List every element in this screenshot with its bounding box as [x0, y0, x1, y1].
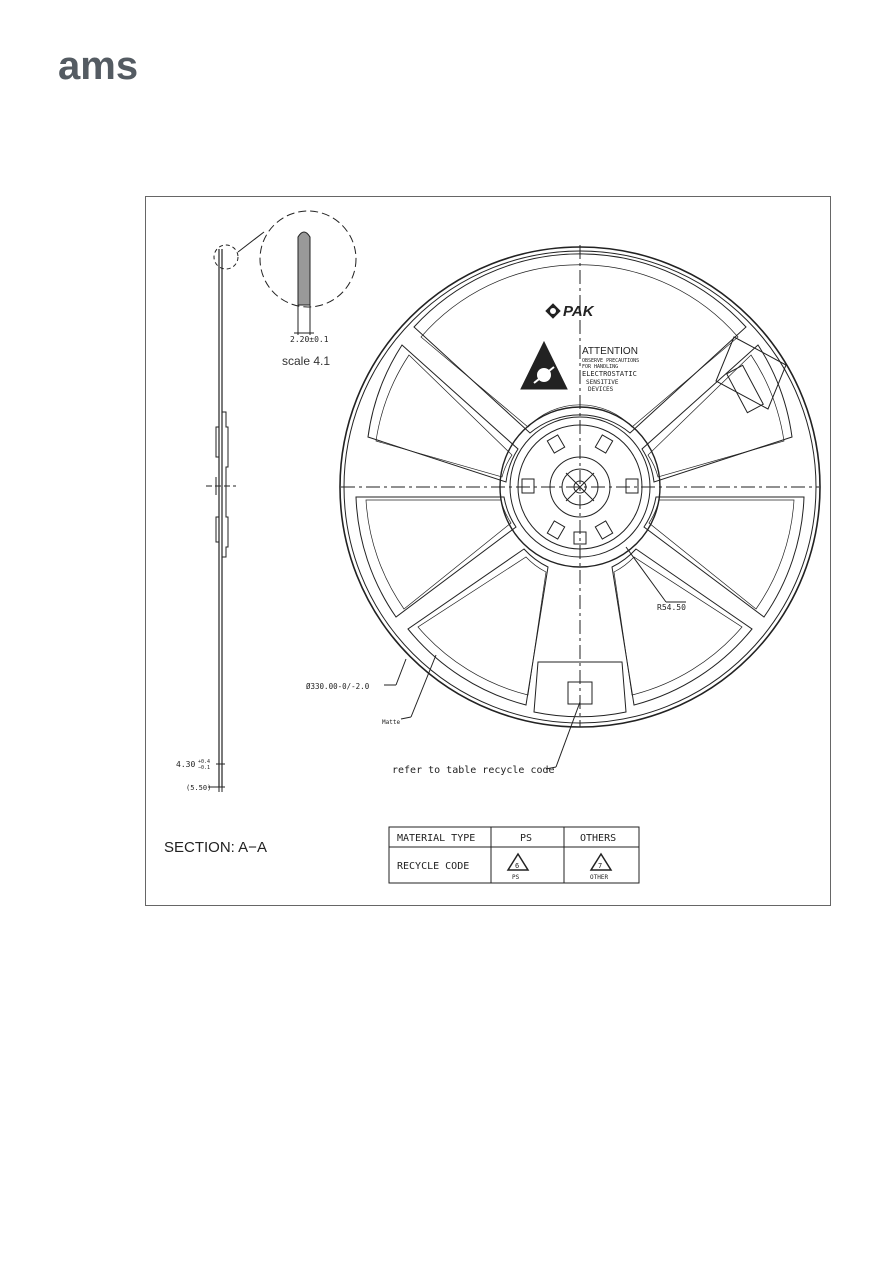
overall-dimension: (5.50) — [186, 784, 211, 792]
ams-logo-text: ams — [58, 47, 138, 85]
recycle-other-number: 7 — [598, 862, 602, 870]
recycle-ps-number: 6 — [515, 862, 519, 870]
esd-line-5: DEVICES — [588, 386, 614, 393]
esd-warning-icon — [520, 340, 568, 390]
ams-logo: ams — [58, 47, 138, 85]
table-row-label: RECYCLE CODE — [397, 861, 469, 872]
detail-dimension: 2.20±0.1 — [290, 335, 329, 344]
recycle-note: refer to table recycle code — [392, 765, 555, 776]
finish-note: Matte — [382, 719, 400, 726]
esd-line-2: FOR HANDLING — [582, 364, 618, 370]
reel-drawing-svg: scale 4.1 2.20±0.1 PAK ATTENTION OBSERVE… — [164, 210, 821, 884]
reel-drawing: scale 4.1 2.20±0.1 PAK ATTENTION OBSERVE… — [145, 196, 831, 906]
table-header-material-type: MATERIAL TYPE — [397, 833, 475, 844]
esd-line-1: OBSERVE PRECAUTIONS — [582, 358, 639, 364]
esd-line-4: SENSITIVE — [586, 379, 619, 386]
recycle-other-label: OTHER — [590, 874, 608, 881]
esd-line-3: ELECTROSTATIC — [582, 370, 637, 378]
recycle-other-icon — [589, 852, 613, 871]
width-tolerance-minus: −0.1 — [198, 765, 210, 771]
recycle-ps-icon — [506, 852, 530, 871]
brand-mark: PAK — [563, 303, 595, 320]
table-header-ps: PS — [520, 833, 532, 844]
esd-title: ATTENTION — [582, 346, 638, 357]
radius-dimension: R54.50 — [657, 603, 686, 612]
diameter-dimension: Ø330.00-0/-2.0 — [306, 682, 370, 691]
recycle-table — [388, 826, 640, 884]
width-tolerance-plus: +0.4 — [198, 759, 210, 765]
section-label: SECTION: A−A — [164, 839, 267, 856]
recycle-ps-label: PS — [512, 874, 520, 881]
width-dimension: 4.30 — [176, 760, 195, 769]
section-profile — [206, 210, 357, 792]
pak-brand-icon — [545, 303, 561, 319]
table-header-others: OTHERS — [580, 833, 616, 844]
scale-note: scale 4.1 — [282, 354, 330, 368]
reel-front-view — [339, 245, 821, 770]
